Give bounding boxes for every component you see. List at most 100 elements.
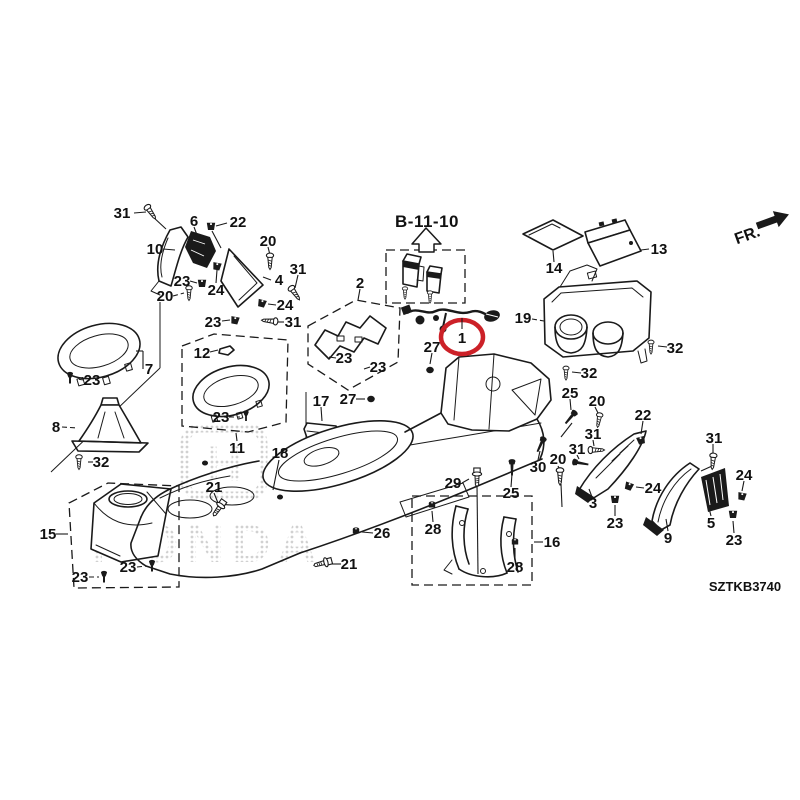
part-label-2: 2 (356, 275, 364, 292)
leader-line (708, 507, 712, 517)
part-10-pillar-trim (150, 226, 189, 296)
clip-fastener-icon (256, 298, 267, 308)
part-label-23: 23 (336, 350, 353, 367)
leader-line (640, 420, 644, 435)
leader-line (235, 432, 238, 442)
part-label-20: 20 (157, 288, 174, 305)
part-11-group-box (181, 333, 289, 433)
leader-line (531, 318, 545, 322)
part-15-rear-cupholder (90, 483, 172, 563)
leader-line (476, 484, 479, 575)
nut-fastener-icon (511, 538, 519, 545)
part-5-corner-trim (701, 468, 729, 512)
screw-fastener-icon (562, 365, 570, 381)
part-label-31: 31 (285, 314, 302, 331)
leader-line (215, 269, 218, 284)
part-15-group-box (68, 482, 180, 589)
leader-line (361, 531, 374, 534)
dscrew-fastener-icon (562, 408, 579, 426)
clip-fastener-icon (728, 510, 738, 518)
b11-reference: B-11-10 (395, 212, 459, 253)
nut-fastener-icon (428, 501, 436, 508)
dscrew-fastener-icon (571, 458, 589, 468)
part-18-console-body (130, 353, 552, 579)
part-label-19: 19 (515, 310, 532, 327)
screw-fastener-icon (265, 252, 275, 271)
leader-line (61, 426, 79, 429)
leader-line (560, 422, 573, 438)
part-label-27: 27 (424, 339, 441, 356)
fr-arrow-icon (755, 211, 789, 230)
grommet-fastener-icon (201, 460, 209, 466)
pin-fastener-icon (101, 570, 107, 583)
part-label-31: 31 (706, 430, 723, 447)
part-label-24: 24 (208, 282, 225, 299)
leader-line (189, 280, 198, 284)
fr-direction: FR. (732, 211, 789, 248)
leader-line (665, 518, 669, 532)
grommet-fastener-icon (426, 366, 434, 374)
part-label-23: 23 (84, 372, 101, 389)
part-label-23: 23 (370, 359, 387, 376)
part-19-cupholder-tray (543, 264, 652, 364)
b11-connector-group-box (385, 249, 466, 304)
part-11-console-bezel (192, 364, 270, 423)
leader-line (700, 465, 713, 472)
screw-fastener-icon (426, 290, 434, 304)
part-13-pocket-tray (584, 218, 642, 267)
leader-line (635, 486, 645, 489)
part-3-side-bracket (575, 430, 647, 503)
leader-line (357, 288, 361, 301)
b11-reference-label: B-11-10 (395, 212, 459, 231)
part-label-3: 3 (589, 495, 597, 512)
leader-line (211, 230, 222, 249)
part-label-16: 16 (544, 534, 561, 551)
part-label-24: 24 (645, 480, 662, 497)
screw-fastener-icon (555, 467, 565, 486)
part-label-24: 24 (736, 467, 753, 484)
part-8-shift-boot (71, 397, 149, 453)
honda-logo-letter: H (206, 436, 242, 492)
part-4-bracket (220, 248, 264, 308)
part-label-9: 9 (664, 530, 672, 547)
part-6-panel (185, 231, 216, 268)
group-boxes (68, 249, 533, 589)
leader-line (133, 211, 147, 214)
part-label-23: 23 (72, 569, 89, 586)
leader-line (172, 292, 185, 297)
leader-lines (56, 211, 745, 578)
part-16-rear-bracket (443, 505, 519, 578)
part-2-group-box (307, 299, 401, 391)
leader-line (569, 398, 572, 411)
part-label-31: 31 (569, 441, 586, 458)
part-label-13: 13 (651, 241, 668, 258)
leader-line (576, 454, 580, 460)
part-label-8: 8 (52, 419, 60, 436)
dscrew-fastener-icon (534, 435, 548, 454)
leader-line (193, 226, 198, 236)
part-label-27: 27 (340, 391, 357, 408)
screw-fastener-icon (260, 316, 279, 326)
leader-line (221, 319, 231, 322)
part-label-32: 32 (667, 340, 684, 357)
leader-line (75, 378, 85, 381)
part-label-12: 12 (194, 345, 211, 362)
honda-logo-outline (180, 423, 268, 501)
part-label-32: 32 (93, 454, 110, 471)
part-12-clip (218, 345, 235, 356)
leader-line (594, 406, 599, 414)
leader-line (328, 356, 337, 359)
part-label-6: 6 (190, 213, 198, 230)
leader-line (162, 248, 176, 251)
part-7-console-bezel (57, 322, 141, 387)
bolt-fastener-icon (471, 467, 483, 488)
screw-fastener-icon (401, 286, 409, 300)
part-label-11: 11 (229, 440, 245, 457)
leader-line (136, 565, 148, 568)
leader-line (640, 248, 650, 251)
clip-fastener-icon (212, 262, 222, 271)
part-label-23: 23 (726, 532, 743, 549)
part-16-group-box (411, 495, 533, 586)
leader-line (537, 450, 541, 461)
